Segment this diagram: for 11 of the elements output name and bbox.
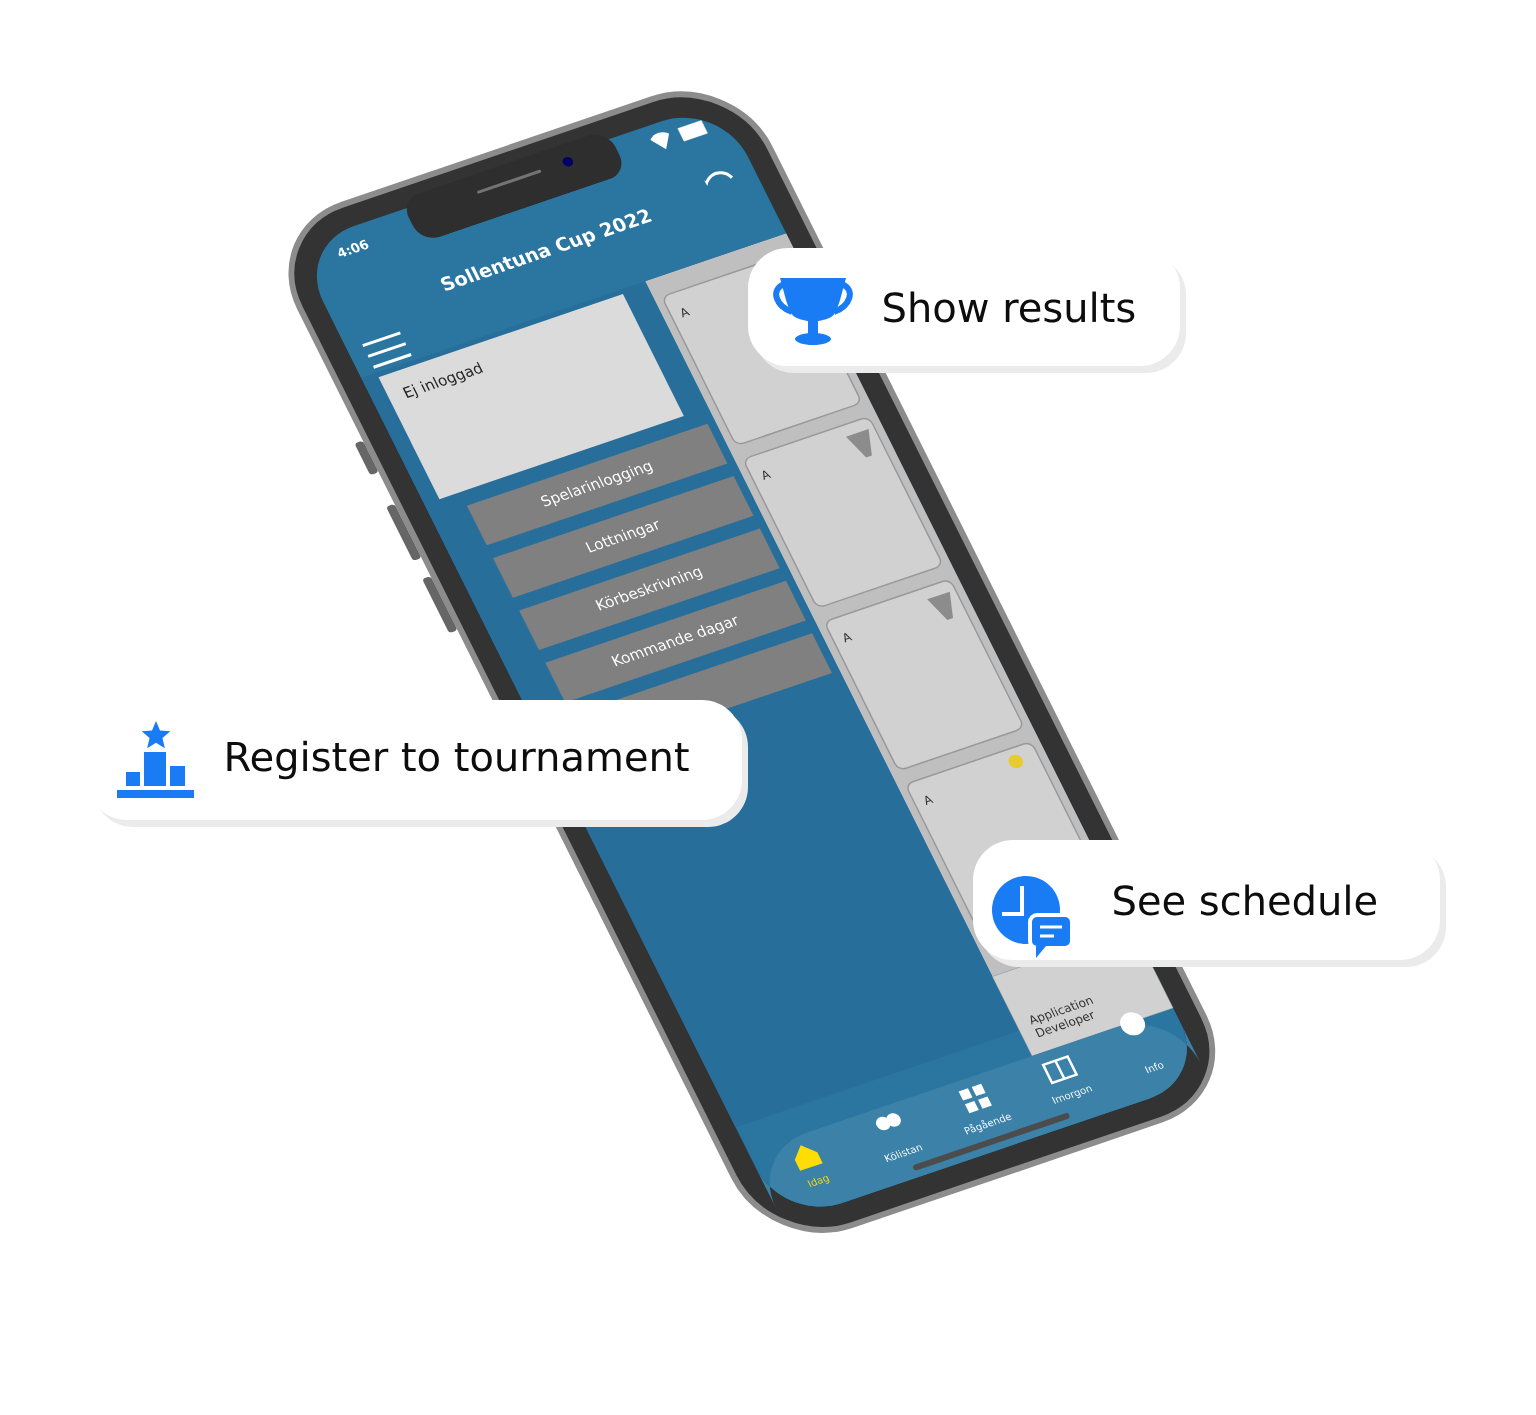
tab-label: Info: [1144, 1062, 1164, 1074]
feature-callout: See schedule: [973, 840, 1446, 967]
tab-label: Idag: [807, 1175, 830, 1188]
card-letter: A: [681, 308, 691, 318]
feature-callout: Show results: [748, 248, 1186, 373]
card-letter: A: [762, 470, 772, 480]
status-time: 4:06: [338, 239, 369, 257]
card-letter: A: [925, 795, 934, 806]
feature-callout: Register to tournament: [87, 700, 748, 827]
tab-label: Kölistan: [884, 1145, 923, 1162]
card-letter: A: [844, 633, 853, 643]
